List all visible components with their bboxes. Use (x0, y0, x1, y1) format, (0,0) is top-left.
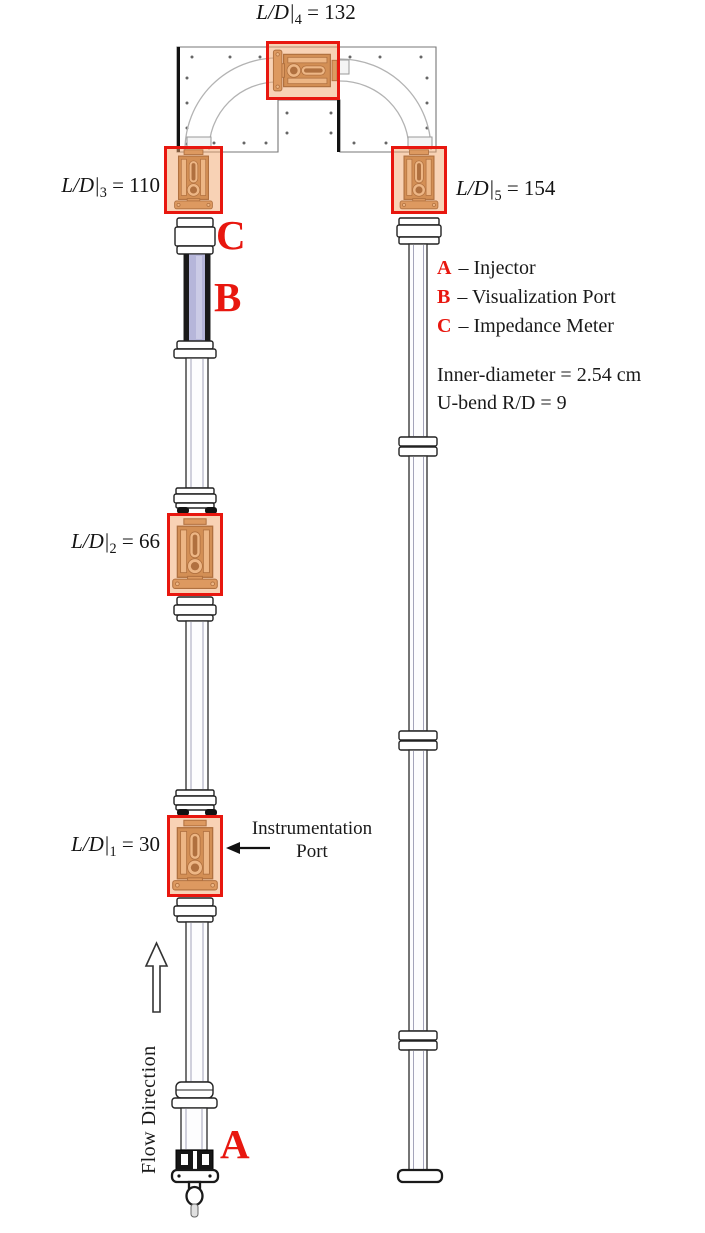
label-ld2-sub: 2 (109, 541, 117, 558)
legend-text-injector: – Injector (458, 257, 536, 279)
port-highlight-ld2 (167, 513, 223, 596)
legend-text-impedance-meter: – Impedance Meter (458, 315, 614, 337)
instrumentation-arrow (226, 842, 270, 854)
legend-item-visualization-port: B – Visualization Port (437, 283, 616, 312)
label-ld2-prefix: L/D| (71, 529, 110, 553)
legend-key-a: A (437, 257, 452, 279)
legend-text-visualization-port: – Visualization Port (457, 286, 616, 308)
instrumentation-port-line2: Port (296, 841, 328, 862)
legend-key-b: B (437, 286, 451, 308)
marker-impedance-meter-c: C (216, 212, 246, 258)
left-tube (173, 217, 217, 1083)
legend: A – Injector B – Visualization Port C – … (437, 254, 616, 341)
label-ld3-value: = 110 (106, 173, 160, 197)
impedance-meter (174, 217, 216, 255)
label-ld5: L/D|5 = 154 (456, 176, 606, 205)
label-ld3-sub: 3 (99, 185, 107, 202)
label-ld1: L/D|1 = 30 (40, 832, 160, 861)
port-highlight-ld4 (266, 41, 340, 100)
instrumentation-port-line1: Instrumentation (251, 818, 373, 839)
port-highlight-ld3 (164, 146, 223, 214)
label-ld1-value: = 30 (116, 832, 160, 856)
label-ld2-value: = 66 (116, 529, 160, 553)
legend-item-impedance-meter: C – Impedance Meter (437, 312, 616, 341)
flow-arrow (144, 941, 169, 1013)
label-ld1-prefix: L/D| (71, 832, 110, 856)
visualization-port-section (183, 253, 211, 342)
legend-item-injector: A – Injector (437, 254, 616, 283)
flow-direction-label: Flow Direction (138, 1045, 160, 1174)
label-ld5-sub: 5 (494, 188, 502, 205)
legend-key-c: C (437, 315, 452, 337)
label-ld4-value: = 132 (301, 0, 356, 24)
instrumentation-port-label: Instrumentation Port (234, 817, 390, 863)
injector-assembly (170, 1081, 220, 1218)
label-ld3: L/D|3 = 110 (28, 173, 160, 202)
label-ld4: L/D|4 = 132 (238, 0, 374, 29)
label-ld5-value: = 154 (501, 176, 556, 200)
label-ld1-sub: 1 (109, 844, 117, 861)
marker-visualization-port-b: B (214, 274, 242, 320)
spec-ubend-rd: U-bend R/D = 9 (437, 392, 567, 414)
specs: Inner-diameter = 2.54 cm U-bend R/D = 9 (437, 361, 641, 417)
port-highlight-ld5 (391, 146, 447, 214)
u-bend-arcs (184, 57, 433, 151)
right-tube (396, 217, 444, 1184)
label-ld5-prefix: L/D| (456, 176, 495, 200)
spec-inner-diameter: Inner-diameter = 2.54 cm (437, 364, 642, 386)
label-ld2: L/D|2 = 66 (34, 529, 160, 558)
label-ld4-sub: 4 (294, 12, 302, 29)
port-highlight-ld1 (167, 815, 223, 897)
label-ld4-prefix: L/D| (256, 0, 295, 24)
marker-injector-a: A (220, 1121, 250, 1167)
label-ld3-prefix: L/D| (61, 173, 100, 197)
